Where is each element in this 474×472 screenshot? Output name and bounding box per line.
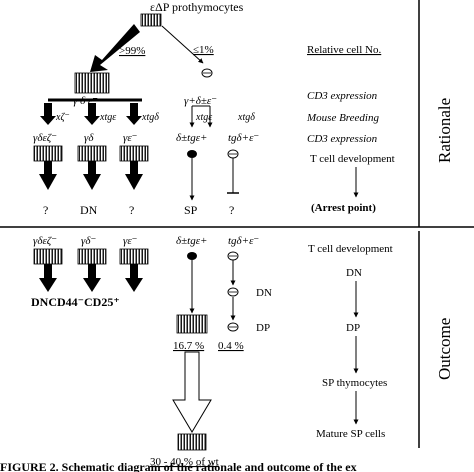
legend-item: Mouse Breeding — [306, 112, 379, 124]
top-label: εΔP prothymocytes — [150, 0, 244, 14]
hollow-arrow — [172, 351, 212, 433]
legend-item: (Arrest point) — [311, 202, 376, 214]
cross-tg-delta-left: xtgδ — [141, 112, 159, 123]
result-label: SP — [184, 203, 198, 217]
pct-low: ≤1% — [193, 44, 214, 56]
legend-item: T cell development — [310, 153, 395, 165]
outcome-genotype: tgδ+ε⁻ — [228, 235, 259, 247]
outcome-genotype: δ±tgε+ — [176, 235, 207, 247]
result-label: ? — [129, 203, 134, 217]
genotype-label: δ±tgε+ — [176, 132, 207, 144]
pct-wt: 30 - 40 % of wt — [150, 456, 219, 468]
section-title-rationale: Rationale — [435, 98, 454, 163]
outcome-genotype: γδ⁻ — [81, 235, 96, 247]
cell-icon — [187, 150, 197, 158]
legend-item: Relative cell No. — [307, 44, 381, 56]
section-title-outcome: Outcome — [435, 318, 454, 380]
gamma-delta-cell-icon — [74, 72, 110, 94]
cross-tg-epsilon-right: xtgε — [195, 112, 212, 123]
stage-dn: DN — [256, 287, 272, 299]
result-label: DN — [80, 203, 98, 217]
cross-tg-delta-right: xtgδ — [237, 112, 255, 123]
genotype-label: γδ — [84, 132, 94, 144]
minor-path-arrow — [161, 25, 204, 64]
mid-right-label: γ+δ±ε⁻ — [184, 95, 217, 107]
outcome-genotype: γδεζ⁻ — [33, 235, 57, 247]
genotype-label: tgδ+ε⁻ — [228, 132, 259, 144]
legend-item: T cell development — [308, 243, 393, 255]
result-label: ? — [229, 203, 234, 217]
legend-item: Mature SP cells — [316, 428, 385, 440]
legend-item: CD3 expression — [307, 90, 378, 102]
cross-zeta: xζ⁻ — [55, 112, 70, 123]
cross-tg-epsilon-left: xtgε — [99, 112, 116, 123]
genotype-label: γε⁻ — [123, 132, 138, 144]
legend-item: DP — [346, 322, 360, 334]
prothymocyte-cell-icon — [140, 13, 162, 27]
result-label: ? — [43, 203, 48, 217]
mature-cells-icon — [177, 433, 207, 451]
legend-item: CD3 expression — [307, 133, 378, 145]
figure-caption: FIGURE 2. Schematic diagram of the ratio… — [0, 460, 357, 472]
pct-high: >99% — [119, 45, 145, 57]
legend-item: SP thymocytes — [322, 377, 387, 389]
legend-item: DN — [346, 267, 362, 279]
outcome-left-result: DNCD44⁻CD25⁺ — [31, 295, 120, 309]
outcome-genotype: γε⁻ — [123, 235, 138, 247]
pct-a: 16.7 % — [173, 340, 204, 352]
stage-dp: DP — [256, 322, 270, 334]
genotype-label: γδεζ⁻ — [33, 132, 57, 144]
pct-b: 0.4 % — [218, 340, 244, 352]
major-path-arrow — [90, 24, 140, 72]
expanded-cells-icon — [176, 314, 208, 334]
